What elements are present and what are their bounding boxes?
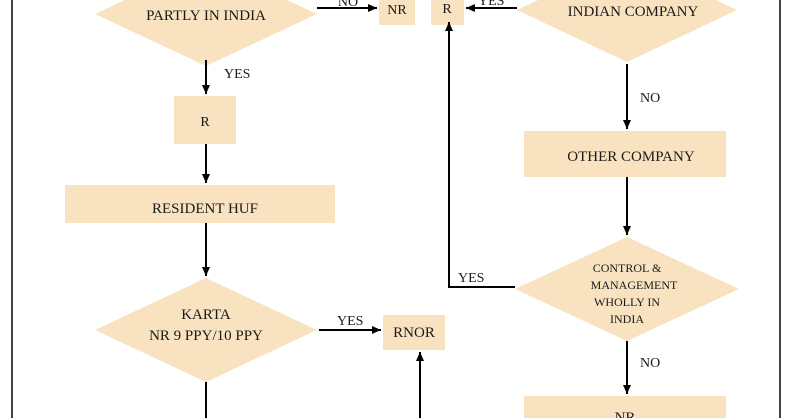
edge-label-yes-rnor: YES (337, 314, 363, 329)
other-company-box (524, 131, 726, 177)
control-label-line3: WHOLLY IN (594, 295, 660, 309)
control-label-line2: MANAGEMENT (591, 278, 678, 292)
nr-box (379, 0, 415, 25)
other-company-label: OTHER COMPANY (567, 149, 695, 165)
bottom-partial-box (524, 396, 726, 418)
bottom-partial-label: NR (615, 410, 636, 418)
partly-in-india-label: PARTLY IN INDIA (146, 8, 266, 24)
karta-label-line2: NR 9 PPY/10 PPY (149, 328, 263, 344)
karta-diamond (95, 278, 317, 382)
edge-label-yes-control: YES (458, 271, 484, 286)
r-label: R (200, 115, 210, 130)
resident-huf-box (65, 185, 335, 223)
r-box (174, 96, 236, 144)
karta-label-line1: KARTA (181, 307, 231, 323)
partly-in-india-diamond (95, 0, 317, 66)
control-label-line1: CONTROL & (593, 261, 662, 275)
control-label-line4: INDIA (610, 312, 644, 326)
r-top-box (431, 0, 464, 25)
r-top-label: R (442, 2, 452, 17)
indian-company-label: INDIAN COMPANY (568, 4, 699, 20)
indian-company-diamond (517, 0, 737, 62)
edge-label-no-nr: NO (338, 0, 358, 10)
edge-control-to-r-top (445, 22, 515, 288)
edge-label-no-other: NO (640, 91, 660, 106)
edge-label-no-bottom: NO (640, 356, 660, 371)
rnor-label: RNOR (393, 325, 435, 341)
control-management-diamond (515, 237, 739, 341)
resident-huf-label: RESIDENT HUF (152, 201, 258, 217)
nr-label: NR (387, 3, 407, 18)
edge-label-yes-r: YES (224, 67, 250, 82)
edge-label-yes-top: YES (478, 0, 504, 9)
rnor-box (383, 315, 445, 350)
